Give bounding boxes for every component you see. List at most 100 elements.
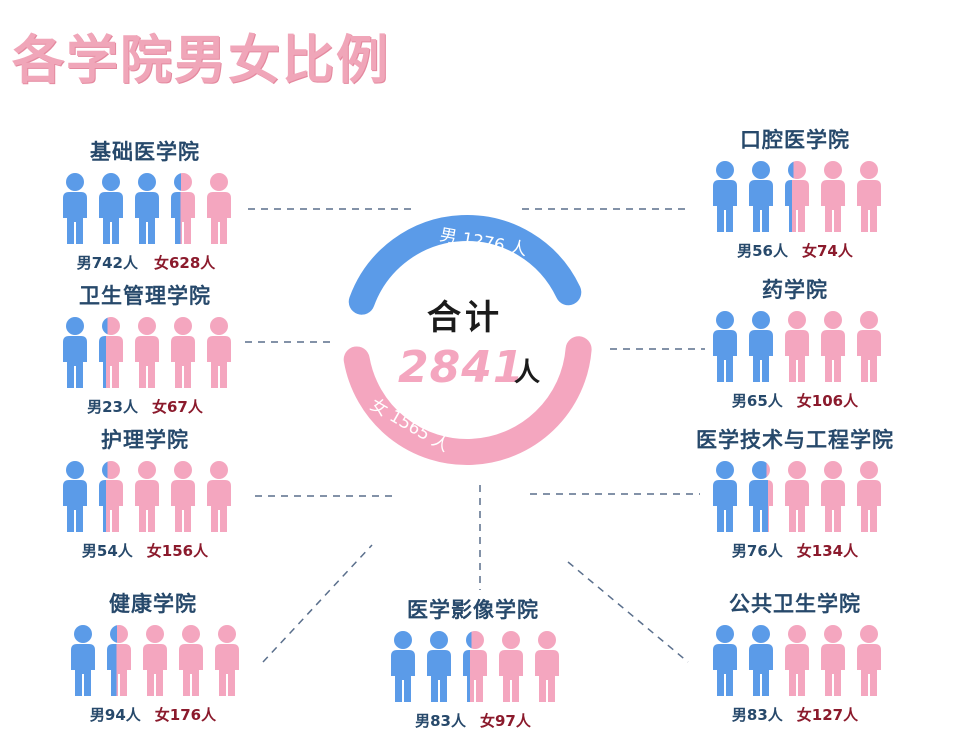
- female-person-icon: [785, 625, 809, 696]
- male-count: 男56人: [737, 242, 788, 260]
- college-name: 口腔医学院: [740, 128, 850, 152]
- male-person-icon: [713, 161, 737, 232]
- female-person-icon: [857, 311, 881, 382]
- split-person-icon: [99, 461, 123, 532]
- female-person-icon: [135, 317, 159, 388]
- male-count: 男65人: [731, 392, 783, 410]
- college-name: 医学技术与工程学院: [696, 428, 894, 452]
- female-person-icon: [821, 461, 845, 532]
- female-person-icon: [857, 161, 881, 232]
- male-person-icon: [99, 173, 123, 244]
- college-gonggong-weisheng: 公共卫生学院 男83人 女127人: [700, 588, 890, 725]
- page-title: 各学院男女比例: [12, 31, 391, 91]
- female-count: 女127人: [796, 706, 859, 724]
- male-count: 男54人: [81, 542, 133, 560]
- college-name: 基础医学院: [90, 140, 200, 164]
- college-jiankang: 健康学院 男94人 女176人: [58, 588, 248, 725]
- male-ring-arc: [348, 215, 582, 315]
- male-person-icon: [749, 625, 773, 696]
- female-person-icon: [535, 631, 559, 702]
- split-person-icon: [107, 625, 131, 696]
- female-count: 女134人: [796, 542, 859, 560]
- female-person-icon: [785, 311, 809, 382]
- split-person-icon: [749, 461, 773, 532]
- college-jichu: 基础医学院 男742人 女628人: [50, 136, 240, 273]
- gender-icon-row: [391, 631, 559, 702]
- female-count: 女106人: [796, 392, 859, 410]
- college-name: 医学影像学院: [407, 598, 539, 622]
- split-person-icon: [99, 317, 123, 388]
- college-kouqiang: 口腔医学院 男56人 女74人: [700, 124, 890, 261]
- female-person-icon: [857, 625, 881, 696]
- college-yixue-yingxiang: 医学影像学院 男83人 女97人: [378, 594, 568, 731]
- male-person-icon: [749, 311, 773, 382]
- female-person-icon: [207, 173, 231, 244]
- male-count: 男23人: [87, 398, 138, 416]
- gender-icon-row: [63, 317, 231, 388]
- connector-line: [567, 561, 689, 663]
- total-value: 2841: [398, 342, 525, 393]
- female-person-icon: [207, 461, 231, 532]
- college-name: 健康学院: [109, 592, 197, 616]
- female-person-icon: [857, 461, 881, 532]
- split-person-icon: [171, 173, 195, 244]
- female-count: 女628人: [154, 254, 216, 272]
- college-name: 公共卫生学院: [729, 592, 861, 616]
- college-name: 护理学院: [101, 428, 189, 452]
- female-ring-arc: [343, 336, 592, 465]
- college-weisheng-guanli: 卫生管理学院 男23人 女67人: [50, 280, 240, 417]
- female-person-icon: [143, 625, 167, 696]
- college-name: 卫生管理学院: [79, 284, 211, 308]
- male-count: 男94人: [89, 706, 141, 724]
- male-person-icon: [135, 173, 159, 244]
- male-person-icon: [749, 161, 773, 232]
- split-person-icon: [785, 161, 809, 232]
- gender-icon-row: [63, 461, 231, 532]
- college-yixue-jishu: 医学技术与工程学院 男76人 女134人: [680, 424, 910, 561]
- female-count: 女67人: [152, 398, 203, 416]
- college-name: 药学院: [762, 278, 828, 302]
- female-person-icon: [215, 625, 239, 696]
- male-count: 男83人: [415, 712, 466, 730]
- female-person-icon: [785, 461, 809, 532]
- female-person-icon: [207, 317, 231, 388]
- college-huli: 护理学院 男54人 女156人: [50, 424, 240, 561]
- total-label: 合计: [427, 298, 503, 338]
- gender-icon-row: [713, 625, 881, 696]
- connector-line: [262, 544, 373, 663]
- male-person-icon: [713, 625, 737, 696]
- male-person-icon: [63, 317, 87, 388]
- male-count: 男83人: [731, 706, 783, 724]
- gender-icon-row: [71, 625, 239, 696]
- female-person-icon: [821, 161, 845, 232]
- male-person-icon: [391, 631, 415, 702]
- male-person-icon: [713, 311, 737, 382]
- male-person-icon: [63, 173, 87, 244]
- female-count: 女74人: [802, 242, 853, 260]
- gender-icon-row: [713, 311, 881, 382]
- female-count: 女156人: [146, 542, 209, 560]
- male-count: 男742人: [76, 254, 138, 272]
- female-person-icon: [821, 625, 845, 696]
- male-person-icon: [713, 461, 737, 532]
- female-person-icon: [179, 625, 203, 696]
- total-unit: 人: [514, 358, 541, 388]
- male-person-icon: [427, 631, 451, 702]
- female-person-icon: [821, 311, 845, 382]
- male-count: 男76人: [731, 542, 783, 560]
- male-person-icon: [71, 625, 95, 696]
- female-count: 女97人: [480, 712, 531, 730]
- gender-icon-row: [63, 173, 231, 244]
- total-ring-chart: 男 1276 人女 1565 人: [343, 215, 592, 465]
- female-person-icon: [499, 631, 523, 702]
- split-person-icon: [463, 631, 487, 702]
- female-person-icon: [135, 461, 159, 532]
- female-count: 女176人: [154, 706, 217, 724]
- male-person-icon: [63, 461, 87, 532]
- gender-icon-row: [713, 461, 881, 532]
- gender-icon-row: [713, 161, 881, 232]
- female-person-icon: [171, 461, 195, 532]
- college-yaoxue: 药学院 男65人 女106人: [700, 274, 890, 411]
- female-person-icon: [171, 317, 195, 388]
